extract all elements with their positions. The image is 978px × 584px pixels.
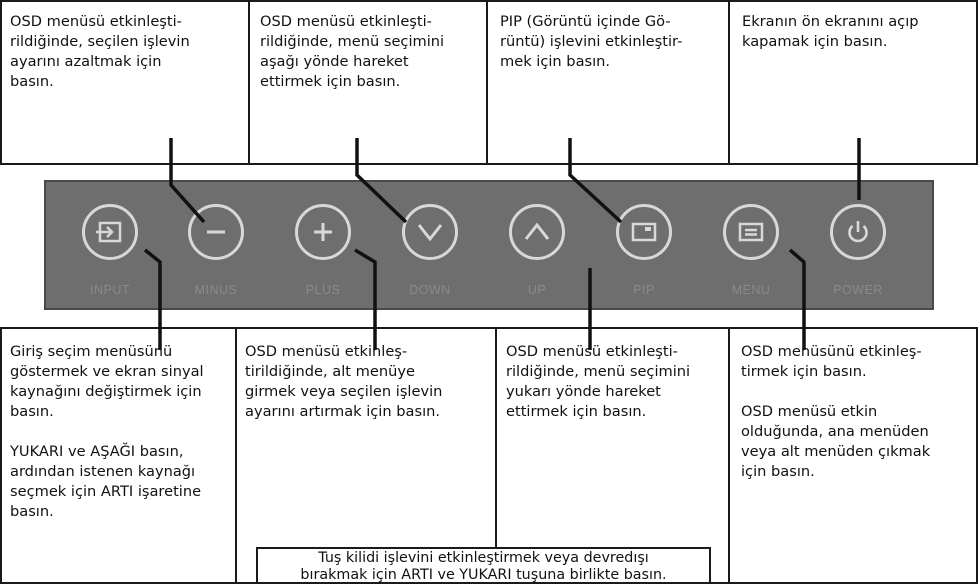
callout-text: PIP (Görüntü içinde Gö- rüntü) işlevini … xyxy=(500,13,683,70)
leader-plus xyxy=(354,248,377,350)
pip-button[interactable] xyxy=(616,204,672,260)
menu-label: MENU xyxy=(731,283,771,297)
callout-text: Ekranın ön ekranını açıp kapamak için ba… xyxy=(742,13,919,50)
callout-up: OSD menüsü etkinleşti- rildiğinde, menü … xyxy=(495,327,730,584)
power-icon xyxy=(848,221,868,243)
menu-icon xyxy=(738,222,764,242)
chevron-up-icon xyxy=(524,222,550,240)
callout-text-secondary: OSD menüsü etkin olduğunda, ana menüden … xyxy=(741,403,931,480)
down-label: DOWN xyxy=(409,283,451,297)
pip-icon xyxy=(631,222,657,242)
up-button[interactable] xyxy=(509,204,565,260)
callout-text-secondary: YUKARI ve AŞAĞI basın, ardından istenen … xyxy=(10,443,202,520)
callout-minus: OSD menüsü etkinleşti- rildiğinde, seçil… xyxy=(0,0,250,165)
leader-menu xyxy=(788,248,806,350)
callout-text: Giriş seçim menüsünü göstermek ve ekran … xyxy=(10,343,204,420)
power-button[interactable] xyxy=(830,204,886,260)
plus-label: PLUS xyxy=(305,283,341,297)
callout-input: Giriş seçim menüsünü göstermek ve ekran … xyxy=(0,327,237,584)
callout-text: OSD menüsünü etkinleş- tirmek için basın… xyxy=(741,343,922,380)
up-label: UP xyxy=(527,283,547,297)
leader-minus xyxy=(169,138,206,224)
minus-button[interactable] xyxy=(188,204,244,260)
callout-menu: OSD menüsünü etkinleş- tirmek için basın… xyxy=(728,327,978,584)
input-icon xyxy=(96,221,122,243)
callout-power: Ekranın ön ekranını açıp kapamak için ba… xyxy=(728,0,978,165)
leader-down xyxy=(355,138,408,224)
callout-text: OSD menüsü etkinleş- tirildiğinde, alt m… xyxy=(245,343,443,420)
pip-label: PIP xyxy=(633,283,655,297)
callout-text: OSD menüsü etkinleşti- rildiğinde, seçil… xyxy=(10,13,190,90)
down-button[interactable] xyxy=(402,204,458,260)
minus-label: MINUS xyxy=(194,283,238,297)
leader-pip xyxy=(568,138,623,224)
input-label: INPUT xyxy=(90,283,130,297)
leader-input xyxy=(143,248,162,350)
input-button[interactable] xyxy=(82,204,138,260)
key-lock-note: Tuş kilidi işlevini etkinleştirmek veya … xyxy=(256,547,711,584)
callout-text: OSD menüsü etkinleşti- rildiğinde, menü … xyxy=(260,13,445,90)
callout-pip: PIP (Görüntü içinde Gö- rüntü) işlevini … xyxy=(486,0,730,165)
plus-icon xyxy=(314,223,332,241)
chevron-down-icon xyxy=(417,224,443,242)
minus-icon xyxy=(207,230,225,234)
callout-plus: OSD menüsü etkinleş- tirildiğinde, alt m… xyxy=(235,327,497,584)
menu-button[interactable] xyxy=(723,204,779,260)
callout-text: OSD menüsü etkinleşti- rildiğinde, menü … xyxy=(506,343,691,420)
plus-button[interactable] xyxy=(295,204,351,260)
control-panel: INPUT MINUS PLUS DOWN UP PIP xyxy=(44,180,934,310)
key-lock-text: Tuş kilidi işlevini etkinleştirmek veya … xyxy=(300,550,667,583)
power-label: POWER xyxy=(833,283,883,297)
